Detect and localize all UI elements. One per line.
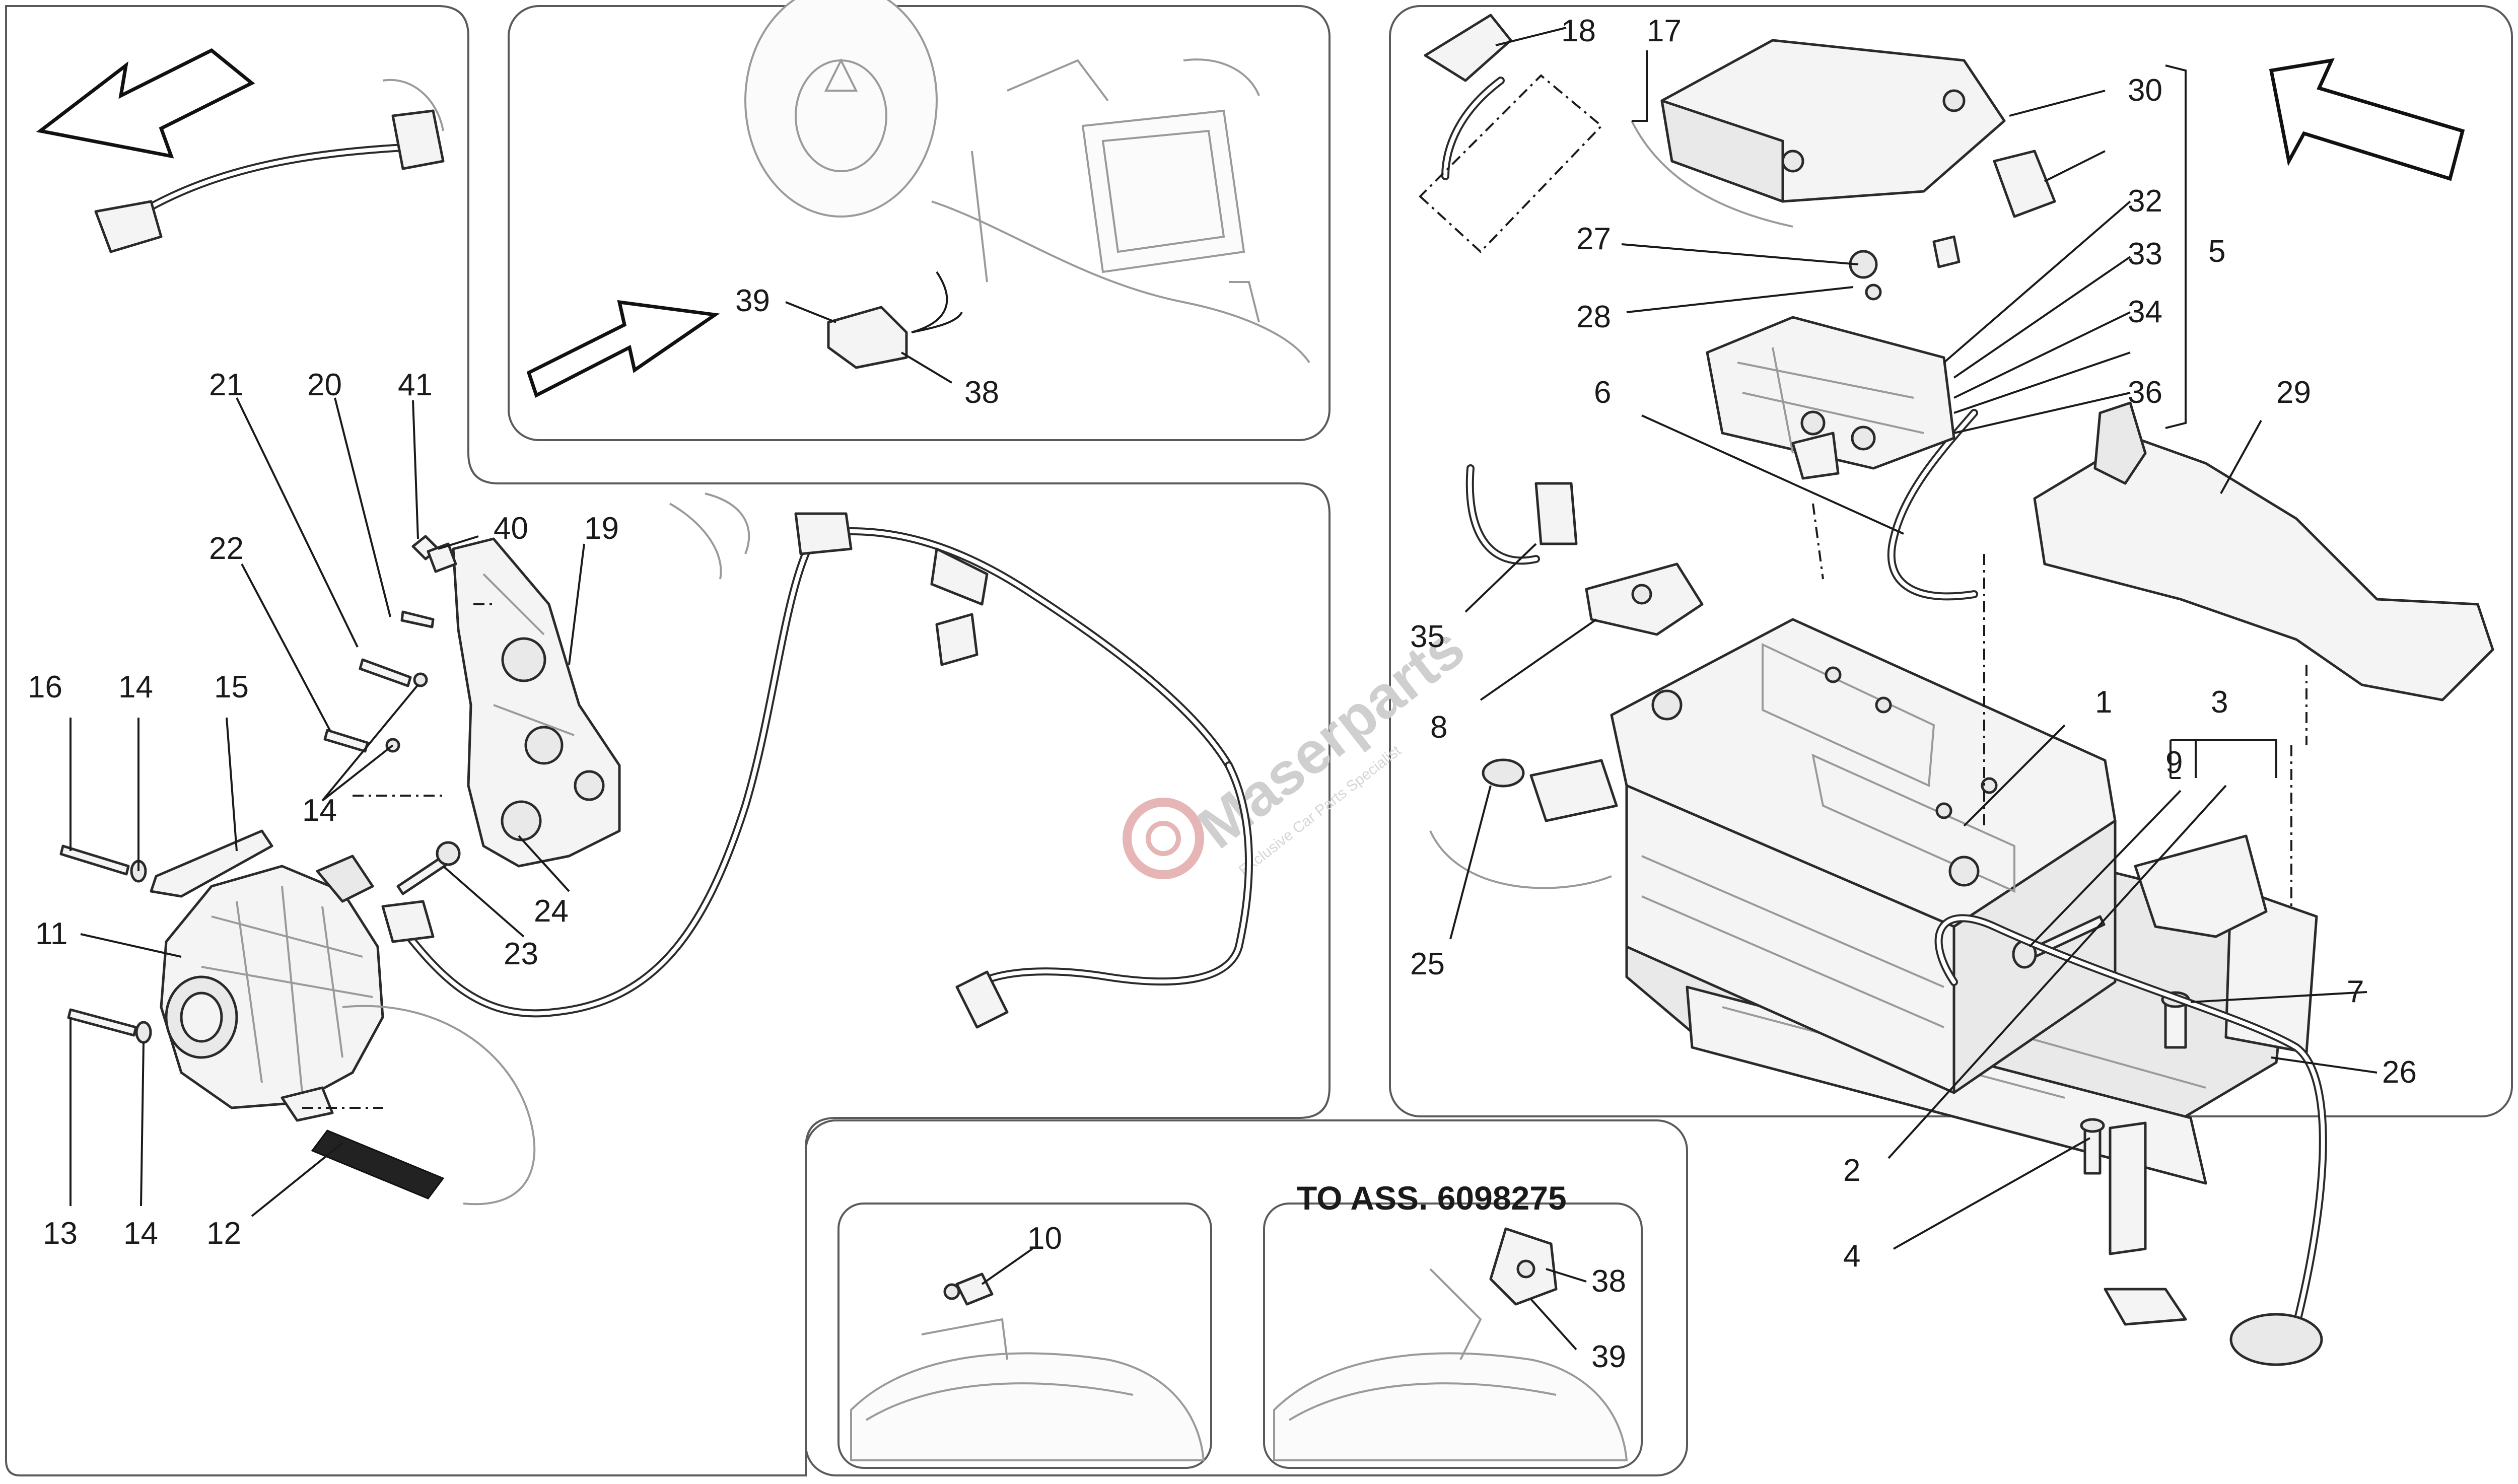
control-module-30 (1660, 39, 2056, 218)
callout-8: 8 (1430, 710, 1447, 745)
assembly-lines (353, 503, 2307, 906)
callout-25: 25 (1410, 947, 1445, 981)
callout-36: 36 (2128, 375, 2162, 410)
drive-belt (302, 1005, 536, 1206)
callout-15: 15 (214, 670, 249, 704)
callout-23: 23 (504, 937, 538, 971)
callout-12: 12 (206, 1216, 241, 1251)
callout-19: 19 (584, 511, 619, 546)
direction-arrow-icon (526, 300, 720, 398)
callout-7: 7 (2347, 974, 2364, 1009)
terminal-8 (1465, 464, 1704, 636)
callout-10: 10 (1027, 1221, 1062, 1256)
alternator (160, 855, 384, 1122)
callout-24: 24 (534, 894, 569, 929)
callout-38-inset: 38 (1591, 1264, 1626, 1299)
battery (1610, 618, 2117, 1094)
callout-26: 26 (2382, 1055, 2417, 1090)
callout-17: 17 (1647, 14, 1682, 48)
direction-arrow-icon (2269, 58, 2465, 181)
callout-27: 27 (1576, 222, 1611, 256)
callout-38-dashboard: 38 (964, 375, 999, 410)
callout-18: 18 (1561, 14, 1596, 48)
alternator-strap (150, 829, 273, 898)
callout-39-dashboard: 39 (735, 284, 770, 318)
callout-4: 4 (1843, 1239, 1860, 1274)
ground-strap (1934, 914, 2327, 1366)
leader-lines (69, 27, 2377, 1351)
direction-arrow-icon (36, 48, 255, 159)
panel-frames (5, 5, 2513, 1476)
callout-14-bracket: 14 (302, 793, 337, 828)
cable-6 (1887, 409, 1978, 601)
callout-11: 11 (35, 916, 67, 951)
callout-labels: 21 20 41 40 19 22 16 14 15 14 11 24 23 1… (28, 14, 2417, 1374)
callout-34: 34 (2128, 295, 2162, 329)
callout-21: 21 (209, 368, 244, 402)
dashboard-inset-drawing (744, 0, 1310, 369)
callout-41: 41 (398, 368, 433, 402)
callout-3: 3 (2211, 685, 2228, 720)
callout-22: 22 (209, 531, 244, 566)
callout-5: 5 (2208, 234, 2225, 269)
callout-14-top: 14 (118, 670, 153, 704)
callout-6: 6 (1594, 375, 1611, 410)
alternator-cable-top (94, 79, 445, 253)
bottom-inset-left-drawing (850, 1273, 1205, 1461)
callout-39-inset: 39 (1591, 1339, 1626, 1374)
callout-14-bottom: 14 (123, 1216, 158, 1251)
panel-dashboard-inset (508, 5, 1331, 441)
cap-25 (1429, 758, 1618, 889)
bracket-bolts (323, 535, 461, 895)
tray-bracket (2134, 834, 2268, 938)
terminal-18 (1419, 14, 1793, 253)
callout-40: 40 (494, 511, 528, 546)
callout-2: 2 (1843, 1153, 1860, 1188)
callout-35: 35 (1410, 619, 1445, 654)
callout-20: 20 (307, 368, 342, 402)
direction-arrows (36, 48, 2465, 398)
alternator-bracket (452, 537, 621, 868)
callout-1: 1 (2095, 685, 2112, 720)
bracket-29 (2033, 401, 2494, 701)
callout-16: 16 (28, 670, 62, 704)
bottom-inset-right-drawing (1273, 1227, 1628, 1461)
callout-32: 32 (2128, 184, 2162, 219)
main-battery-cable (381, 492, 1253, 1029)
callout-9: 9 (2165, 745, 2183, 780)
callout-33: 33 (2128, 237, 2162, 271)
watermark-logo-icon (1123, 798, 1204, 879)
callout-30: 30 (2128, 73, 2162, 108)
fuse-distribution-box (1706, 316, 1955, 480)
callout-13: 13 (43, 1216, 78, 1251)
callout-28: 28 (1576, 300, 1611, 334)
bolt-4 (2080, 1118, 2105, 1175)
fasteners-27-28 (1849, 235, 1961, 301)
callout-29: 29 (2276, 375, 2311, 410)
assembly-note: TO ASS. 6098275 (1297, 1179, 1567, 1217)
